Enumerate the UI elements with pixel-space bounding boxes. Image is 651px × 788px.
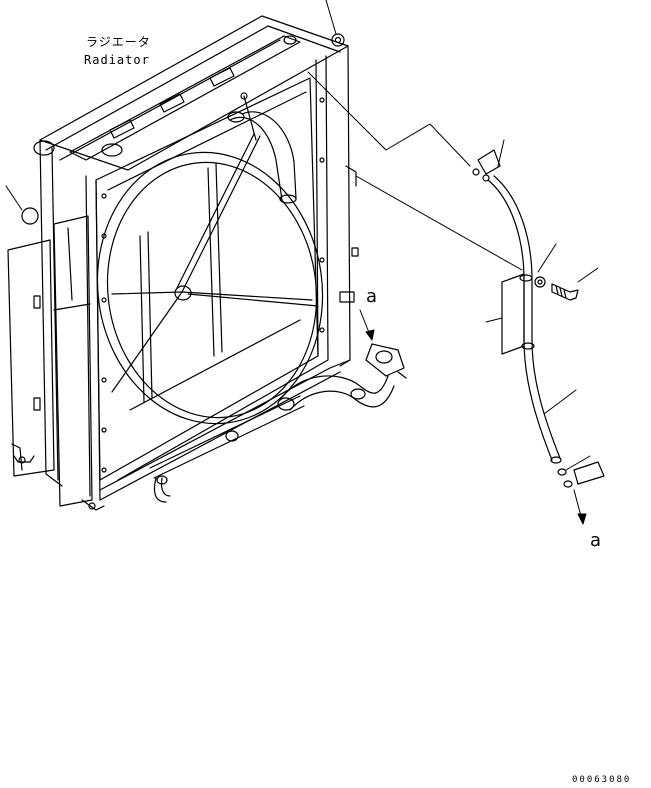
radiator-core-fins: [130, 164, 300, 410]
lower-radiator-hose: [278, 344, 406, 410]
part-name-english: Radiator: [84, 53, 150, 67]
tube-fitting-top: [473, 150, 500, 181]
washer-and-bolt: [535, 277, 578, 300]
view-marker-top-label: a: [366, 286, 378, 307]
part-name-japanese: ラジエータ: [86, 35, 151, 49]
hose-clip-bracket: [340, 166, 358, 302]
drawing-number: 00063080: [572, 775, 632, 785]
view-arrow-bottom: [574, 490, 586, 524]
radiator-top-tank: [34, 36, 300, 160]
fan-spokes: [112, 134, 318, 392]
upper-radiator-hose: [228, 93, 296, 203]
view-marker-bottom-label: a: [590, 530, 602, 551]
leader-lines: [6, 0, 598, 470]
tube-fitting-bottom: [558, 462, 604, 487]
clamp-plate: [502, 274, 524, 354]
grommet-part: [332, 34, 344, 46]
cap-part: [22, 208, 38, 224]
bottom-tank-pipe: [150, 396, 304, 502]
fan-shroud-ring: [80, 138, 340, 439]
view-arrow-top: [360, 310, 374, 340]
radiator-frame: [8, 16, 350, 510]
